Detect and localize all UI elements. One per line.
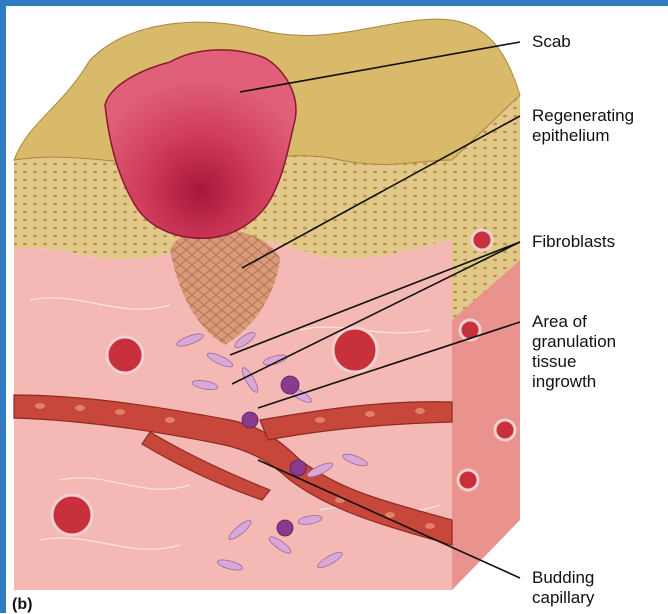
label-fibroblasts: Fibroblasts <box>532 232 615 252</box>
label-scab: Scab <box>532 32 571 52</box>
label-budding-capillary: Budding capillary <box>532 568 594 608</box>
label-granulation-tissue: Area of granulation tissue ingrowth <box>532 312 616 392</box>
label-regenerating-epithelium: Regenerating epithelium <box>532 106 634 146</box>
panel-letter: (b) <box>12 596 32 614</box>
